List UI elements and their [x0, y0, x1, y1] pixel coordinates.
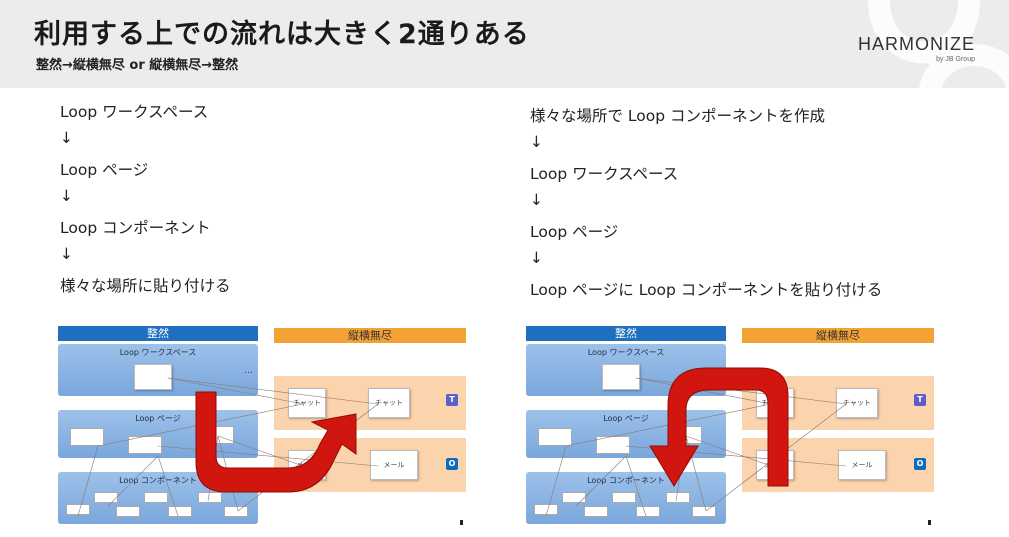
- component-card: [692, 506, 716, 517]
- left-step: Loop ページ: [60, 161, 149, 179]
- slide-header: 利用する上での流れは大きく2通りある 整然→縦横無尽 or 縦横無尽→整然 HA…: [0, 0, 1009, 88]
- component-card: [636, 506, 660, 517]
- tier-workspace-label: Loop ワークスペース: [587, 348, 665, 357]
- right-step-arrow: ↓: [530, 249, 543, 267]
- component-card: [666, 492, 690, 503]
- workspace-thumbnail: [602, 364, 640, 390]
- tier-page-label: Loop ページ: [135, 414, 181, 423]
- right-step-arrow: ↓: [530, 133, 543, 151]
- tier-page-label: Loop ページ: [603, 414, 649, 423]
- more-dots: …: [244, 366, 253, 376]
- right-step: Loop ページ: [530, 223, 619, 241]
- tier-component: Loop コンポーネント: [526, 472, 726, 524]
- left-step-arrow: ↓: [60, 245, 73, 263]
- component-card: [198, 492, 222, 503]
- tier-component-label: Loop コンポーネント: [587, 476, 665, 485]
- teams-icon: T: [914, 394, 926, 406]
- right-step: Loop ワークスペース: [530, 165, 679, 183]
- brand-decoration: [868, 0, 1009, 88]
- component-card: [534, 504, 558, 515]
- band-orderly: 整然: [526, 326, 726, 341]
- band-free: 縦横無尽: [742, 328, 934, 343]
- left-step: Loop ワークスペース: [60, 103, 209, 121]
- component-card: [144, 492, 168, 503]
- band-orderly: 整然: [58, 326, 258, 341]
- mail-card: メール: [370, 450, 418, 480]
- flow-arrow: [195, 391, 357, 493]
- component-card: [584, 506, 608, 517]
- outlook-icon: O: [446, 458, 458, 470]
- right-step: Loop ページに Loop コンポーネントを貼り付ける: [530, 281, 883, 299]
- brand-name: HARMONIZE: [858, 34, 975, 54]
- tier-workspace: Loop ワークスペース …: [58, 344, 258, 396]
- brand-logo: HARMONIZE by JB Group: [858, 34, 975, 63]
- tier-component-label: Loop コンポーネント: [119, 476, 197, 485]
- left-step: Loop コンポーネント: [60, 219, 211, 237]
- chat-card: チャット: [288, 388, 326, 418]
- right-flow-diagram: 整然 縦横無尽 Loop ワークスペース … Loop ページ Loop コンポ…: [526, 326, 938, 526]
- left-flow-diagram: 整然 縦横無尽 Loop ワークスペース … Loop ページ Loop コンポ…: [58, 326, 470, 526]
- slide-subtitle: 整然→縦横無尽 or 縦横無尽→整然: [36, 58, 239, 73]
- band-free: 縦横無尽: [274, 328, 466, 343]
- slide-title: 利用する上での流れは大きく2通りある: [34, 19, 530, 50]
- slide-corner-mark: [928, 520, 931, 525]
- workspace-thumbnail: [134, 364, 172, 390]
- left-step: 様々な場所に貼り付ける: [60, 277, 231, 295]
- component-card: [66, 504, 90, 515]
- component-card: [224, 506, 248, 517]
- left-step-arrow: ↓: [60, 187, 73, 205]
- right-step: 様々な場所で Loop コンポーネントを作成: [530, 107, 826, 125]
- chat-card: チャット: [368, 388, 410, 418]
- flow-arrow: [649, 367, 789, 487]
- teams-icon: T: [446, 394, 458, 406]
- brand-sub: by JB Group: [936, 56, 975, 63]
- component-card: [94, 492, 118, 503]
- tier-workspace-label: Loop ワークスペース: [119, 348, 197, 357]
- page-card: [538, 428, 572, 446]
- left-step-arrow: ↓: [60, 129, 73, 147]
- page-card: [70, 428, 104, 446]
- chat-card: チャット: [836, 388, 878, 418]
- component-card: [116, 506, 140, 517]
- component-card: [612, 492, 636, 503]
- slide-corner-mark: [460, 520, 463, 525]
- right-step-arrow: ↓: [530, 191, 543, 209]
- outlook-icon: O: [914, 458, 926, 470]
- component-card: [562, 492, 586, 503]
- mail-card: メール: [838, 450, 886, 480]
- component-card: [168, 506, 192, 517]
